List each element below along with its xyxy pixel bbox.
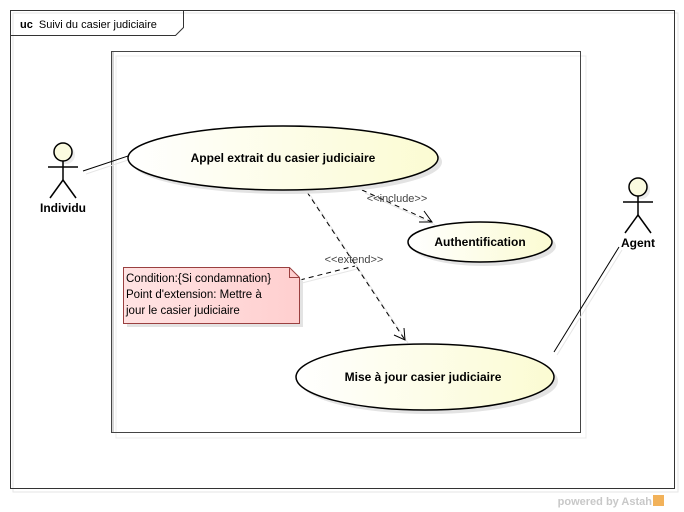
note-connector (299, 265, 358, 284)
actor-agent[interactable]: Agent (621, 177, 655, 250)
extension-note[interactable]: Condition:{Si condamnation} Point d'exte… (123, 267, 304, 328)
powered-by-text: powered by Astah (557, 496, 652, 508)
include-arrowhead-icon (419, 210, 433, 223)
include-label: <<include>> (367, 193, 428, 205)
use-case-authentification[interactable]: Authentification (407, 221, 556, 266)
extend-arrowhead-icon (393, 327, 406, 341)
astah-logo-icon (653, 495, 664, 506)
include-relation[interactable]: <<include>> (361, 189, 436, 226)
frame-keyword: uc (20, 19, 33, 31)
actor-agent-label: Agent (621, 236, 655, 250)
system-boundary (111, 51, 587, 439)
note-line-2: Point d'extension: Mettre à (126, 289, 262, 301)
actor-individu-label: Individu (40, 201, 86, 215)
note-line-3: jour le casier judiciaire (125, 305, 240, 317)
frame-title: uc Suivi du casier judiciaire (20, 19, 157, 31)
frame-title-text: Suivi du casier judiciaire (39, 19, 157, 31)
use-case-mise-a-jour-label: Mise à jour casier judiciaire (345, 370, 502, 384)
use-case-authentification-label: Authentification (434, 235, 525, 249)
note-fold-icon (289, 267, 300, 278)
actor-agent-icon (623, 177, 653, 234)
actor-individu[interactable]: Individu (40, 142, 86, 215)
actor-individu-icon (48, 142, 78, 199)
frame-tab (10, 10, 184, 36)
use-case-mise-a-jour[interactable]: Mise à jour casier judiciaire (295, 343, 558, 414)
use-case-appel[interactable]: Appel extrait du casier judiciaire (127, 125, 442, 194)
extend-relation[interactable]: <<extend>> (306, 191, 409, 344)
use-case-appel-label: Appel extrait du casier judiciaire (191, 151, 376, 165)
association-individu-appel[interactable] (82, 154, 135, 175)
note-line-1: Condition:{Si condamnation} (126, 273, 271, 285)
diagram-frame: uc Suivi du casier judiciaire (10, 10, 679, 493)
powered-by-footer: powered by Astah (558, 495, 664, 508)
extend-label: <<extend>> (325, 254, 384, 266)
association-agent-maj[interactable] (553, 246, 623, 356)
